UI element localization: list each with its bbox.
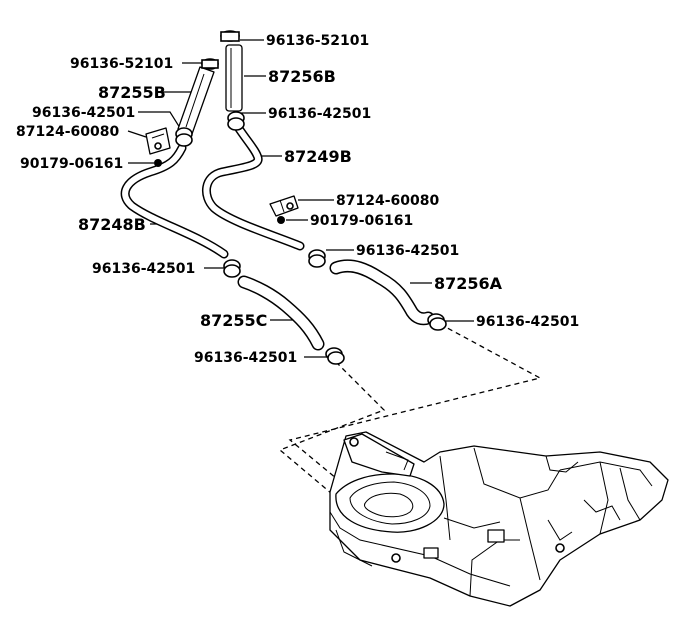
clamp-87255c-lower-icon xyxy=(325,347,345,365)
label-bracket-87124-a: 87124-60080 xyxy=(16,124,119,140)
clamp-87256a-upper-icon xyxy=(308,249,326,268)
label-hose-87256a: 87256A xyxy=(434,274,503,293)
clamp-top-icon xyxy=(220,30,240,42)
label-nut-90179-a: 90179-06161 xyxy=(20,156,123,172)
clamp-87256a-lower-icon xyxy=(427,313,447,331)
clamp-87255c-upper-icon xyxy=(223,259,241,278)
label-pipe-87248b: 87248B xyxy=(78,215,146,234)
clamp-mid-right-icon xyxy=(227,111,245,131)
label-pipe-87249b: 87249B xyxy=(284,147,352,166)
label-clamp-left-top: 96136-52101 xyxy=(70,56,173,72)
label-hose-87255b: 87255B xyxy=(98,83,166,102)
heater-unit-icon xyxy=(329,431,669,607)
dashed-reference-lines xyxy=(278,323,542,505)
nut-90179-right-icon xyxy=(277,216,285,224)
clamps xyxy=(175,30,447,365)
pipe-87248b xyxy=(120,143,229,259)
label-clamp-96136-42501-e: 96136-42501 xyxy=(476,314,579,330)
label-clamp-96136-42501-b: 96136-42501 xyxy=(268,106,371,122)
label-hose-87256b: 87256B xyxy=(268,67,336,86)
label-clamp-96136-42501-c: 96136-42501 xyxy=(356,243,459,259)
label-clamp-96136-42501-a: 96136-42501 xyxy=(32,105,135,121)
hose-87256b xyxy=(225,44,243,112)
nut-90179-left-icon xyxy=(154,159,162,167)
hose-87256a xyxy=(329,259,435,326)
hose-87255b xyxy=(177,66,215,135)
pipe-87249b xyxy=(202,119,305,251)
clamp-mid-left-icon xyxy=(175,127,193,147)
clamp-left-top-icon xyxy=(201,58,219,70)
label-nut-90179-b: 90179-06161 xyxy=(310,213,413,229)
label-clamp-96136-42501-f: 96136-42501 xyxy=(194,350,297,366)
bracket-87124-left-icon xyxy=(145,127,171,155)
hose-87255c xyxy=(237,275,325,351)
label-clamp-top: 96136-52101 xyxy=(266,33,369,49)
label-hose-87255c: 87255C xyxy=(200,311,267,330)
part-labels: 96136-52101 96136-52101 87256B 87255B 96… xyxy=(16,33,579,366)
label-bracket-87124-b: 87124-60080 xyxy=(336,193,439,209)
label-clamp-96136-42501-d: 96136-42501 xyxy=(92,261,195,277)
bracket-87124-right-icon xyxy=(269,195,299,217)
